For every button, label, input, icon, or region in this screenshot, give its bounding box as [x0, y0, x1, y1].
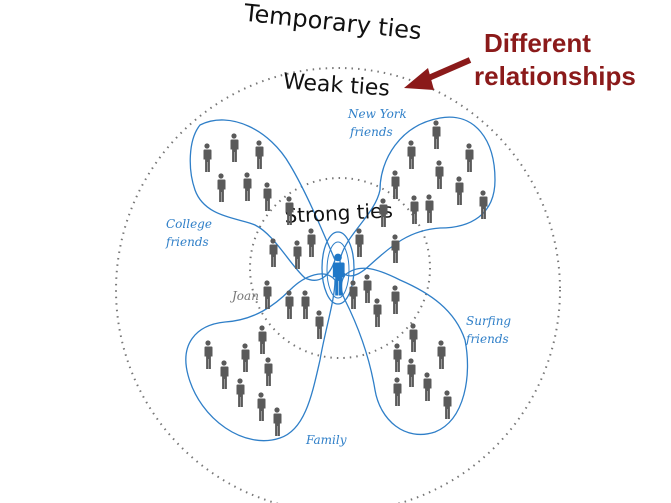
strong-ties-label: Strong ties [284, 198, 394, 228]
person-icon [407, 358, 416, 387]
person-icon [425, 194, 434, 223]
person-icon [204, 340, 213, 369]
person-icon [264, 357, 273, 386]
new-york-friends-label-1: New York [347, 107, 407, 121]
person-icon [349, 280, 358, 309]
person-icon [432, 120, 441, 149]
strong-ties-ring [249, 177, 431, 359]
person-icon [257, 392, 266, 421]
callout-line-1: Different [484, 28, 591, 58]
person-icon [410, 195, 419, 224]
surfing-friends-group [340, 267, 469, 436]
person-icon [391, 234, 400, 263]
person-icon [409, 323, 418, 352]
weak-ties-label: Weak ties [282, 69, 390, 101]
family-people [204, 280, 324, 436]
person-icon [236, 378, 245, 407]
person-icon [258, 325, 267, 354]
person-icon [407, 140, 416, 169]
person-icon [241, 343, 250, 372]
callout-line-2: relationships [474, 61, 636, 91]
new-york-friends-group [339, 116, 496, 277]
ego-group-inner [326, 241, 350, 299]
college-people [203, 133, 316, 269]
college-friends-label-2: friends [165, 235, 209, 249]
person-icon [355, 228, 364, 257]
ego-group [321, 231, 355, 305]
person-icon [263, 280, 272, 309]
callout-arrow-head [404, 68, 434, 90]
family-group [185, 273, 336, 442]
person-icon [243, 172, 252, 201]
person-icon [220, 360, 229, 389]
joan-label: Joan [229, 289, 259, 303]
person-icon [230, 133, 239, 162]
new-york-people [355, 120, 488, 263]
person-icon [263, 182, 272, 211]
person-icon [285, 290, 294, 319]
person-icon [315, 310, 324, 339]
person-icon [373, 298, 382, 327]
person-icon [363, 274, 372, 303]
person-icon [393, 343, 402, 372]
college-friends-label-1: College [166, 217, 212, 231]
person-icon [273, 407, 282, 436]
person-icon [437, 340, 446, 369]
person-icon [301, 290, 310, 319]
new-york-friends-label-2: friends [349, 125, 393, 139]
person-icon [217, 173, 226, 202]
person-icon [435, 160, 444, 189]
person-icon [203, 143, 212, 172]
callout-arrow-shaft [422, 57, 472, 83]
family-label: Family [305, 433, 347, 447]
person-icon [455, 176, 464, 205]
person-icon [423, 372, 432, 401]
surfing-friends-label-2: friends [465, 332, 509, 346]
person-icon [391, 285, 400, 314]
temporary-ties-label: Temporary ties [242, 0, 423, 45]
person-icon [443, 390, 452, 419]
person-icon [255, 140, 264, 169]
person-icon [293, 240, 302, 269]
person-icon [393, 377, 402, 406]
person-icon [391, 170, 400, 199]
person-icon [465, 143, 474, 172]
weak-ties-ring [115, 67, 561, 503]
person-icon [307, 228, 316, 257]
surfing-friends-label-1: Surfing [466, 314, 511, 328]
